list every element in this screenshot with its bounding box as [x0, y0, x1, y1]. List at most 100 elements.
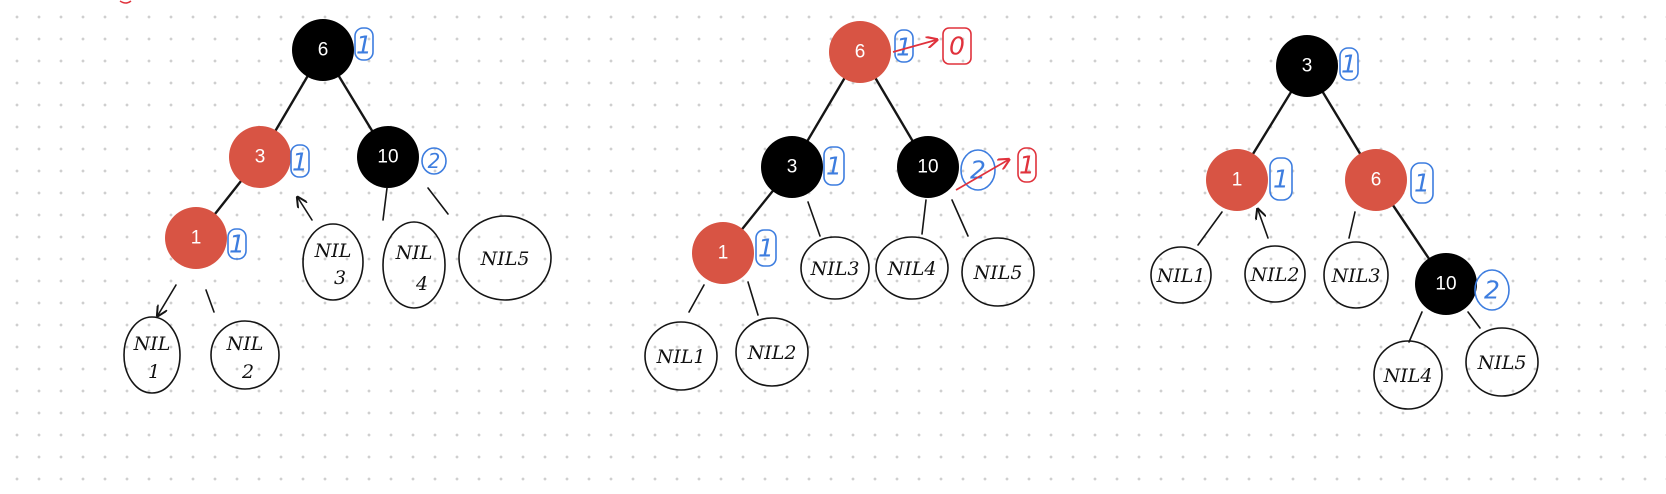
- node-10: 10: [897, 136, 959, 198]
- bh-circle-10: [421, 147, 447, 175]
- node-3: 3: [761, 136, 823, 198]
- node-6: 6: [1345, 149, 1407, 211]
- bh-circle-10: [1474, 269, 1510, 311]
- bh-box-6: [354, 27, 374, 61]
- bh-label-10: 2: [1484, 276, 1500, 305]
- pointer-nil2: [747, 281, 759, 316]
- pointer-nil1: [158, 284, 177, 315]
- nil-leaf-3-outline: [800, 236, 870, 300]
- nil-leaf-3: NIL 3: [302, 223, 364, 301]
- node-6: 6: [292, 19, 354, 81]
- node-10-circle: [357, 126, 419, 188]
- pointer-nil1: [1197, 211, 1223, 246]
- node-6-key: 6: [855, 42, 866, 63]
- nil-leaf-5-label: NIL5: [480, 248, 530, 270]
- node-1-circle: [165, 207, 227, 269]
- bh-new-box-6: [942, 27, 972, 65]
- node-1: 1: [1206, 149, 1268, 211]
- nil-leaf-4-index: 4: [415, 273, 428, 295]
- bh-change-arrow-6: [892, 40, 936, 53]
- nil-leaf-4-outline: [1373, 340, 1443, 410]
- pointer-nil1: [688, 284, 705, 313]
- node-3-circle: [761, 136, 823, 198]
- pointer-nil5: [1467, 311, 1481, 329]
- bh-box-3: [823, 146, 845, 186]
- bh-change-arrow-10: [955, 160, 1008, 191]
- nil-leaf-5-outline: [961, 237, 1035, 307]
- nil-leaf-4: NIL4: [1373, 340, 1443, 410]
- pointer-nil4: [382, 187, 388, 221]
- bh-label-10: 2: [428, 149, 441, 173]
- pointer-nil2: [1258, 210, 1269, 239]
- nil-leaf-5: NIL5: [1465, 327, 1539, 397]
- nil-leaf-1-index: 1: [148, 361, 160, 383]
- node-10-circle: [1415, 253, 1477, 315]
- node-1: 1: [165, 207, 227, 269]
- pointer-nil5: [951, 199, 969, 237]
- bh-box-1: [755, 229, 777, 267]
- node-6-circle: [1345, 149, 1407, 211]
- pointer-nil5: [427, 187, 449, 215]
- node-6-key: 6: [1371, 170, 1382, 191]
- pointer-nil3: [298, 198, 313, 221]
- nil-leaf-2-outline: [735, 317, 809, 387]
- bh-new-label-10: 1: [1019, 151, 1035, 180]
- nil-leaf-4-label: NIL: [395, 242, 433, 264]
- node-3-circle: [1276, 35, 1338, 97]
- tree-3: 3 1 6 10 1 1 1 2 NIL1: [1150, 35, 1539, 410]
- node-1-circle: [692, 222, 754, 284]
- node-6-circle: [292, 19, 354, 81]
- nil-leaf-4-outline: [382, 221, 446, 309]
- nil-leaf-4: NIL4: [875, 236, 949, 300]
- node-6-key: 6: [318, 40, 329, 61]
- node-10-circle: [897, 136, 959, 198]
- nil-leaf-2: NIL 2: [210, 320, 280, 390]
- nil-leaf-3: NIL3: [800, 236, 870, 300]
- nil-leaf-1-label: NIL1: [1156, 265, 1206, 287]
- pointer-nil3: [807, 201, 821, 237]
- node-1: 1: [692, 222, 754, 284]
- nil-leaf-1-outline: [123, 316, 181, 394]
- nil-leaf-1-label: NIL1: [656, 346, 706, 368]
- bh-circle-10: [960, 149, 996, 191]
- nil-leaf-3-label: NIL3: [810, 258, 860, 280]
- nil-leaf-5-label: NIL5: [1477, 352, 1527, 374]
- bh-label-6: 1: [356, 31, 372, 60]
- bh-label-6: 1: [1414, 169, 1430, 198]
- node-10-key: 10: [917, 157, 938, 178]
- node-1-circle: [1206, 149, 1268, 211]
- nil-leaf-5-label: NIL5: [973, 262, 1023, 284]
- nil-leaf-4: NIL 4: [382, 221, 446, 309]
- nil-leaf-5-outline: [458, 215, 552, 301]
- nil-leaf-5-outline: [1465, 327, 1539, 397]
- nil-leaf-3-index: 3: [334, 267, 346, 289]
- pointer-nil4: [1408, 311, 1423, 343]
- bh-box-3: [290, 144, 310, 178]
- node-3-key: 3: [787, 157, 798, 178]
- nil-leaf-3-label: NIL3: [1331, 265, 1381, 287]
- bh-new-box-10: [1017, 147, 1037, 183]
- node-6: 6: [829, 21, 891, 83]
- bh-box-1: [1269, 157, 1293, 201]
- nil-leaf-2-outline: [210, 320, 280, 390]
- nil-leaf-3-label: NIL: [314, 240, 352, 262]
- node-1-key: 1: [1232, 170, 1243, 191]
- nil-leaf-2-label: NIL2: [1250, 264, 1300, 286]
- nil-leaf-2-outline: [1244, 245, 1306, 303]
- pointer-nil4: [921, 199, 927, 235]
- bh-box-6: [1410, 162, 1434, 204]
- bh-box-3: [1339, 47, 1359, 81]
- bh-label-1: 1: [758, 234, 774, 263]
- nil-leaf-4-outline: [875, 236, 949, 300]
- nil-leaf-1-label: NIL: [133, 333, 171, 355]
- nil-leaf-2-index: 2: [241, 361, 254, 383]
- nil-leaf-1-outline: [644, 321, 718, 391]
- node-3-key: 3: [255, 147, 266, 168]
- node-3: 3: [1276, 35, 1338, 97]
- node-10: 10: [1415, 253, 1477, 315]
- bh-box-1: [227, 228, 247, 260]
- bh-label-6: 1: [896, 33, 912, 62]
- nil-leaf-2: NIL2: [1244, 245, 1306, 303]
